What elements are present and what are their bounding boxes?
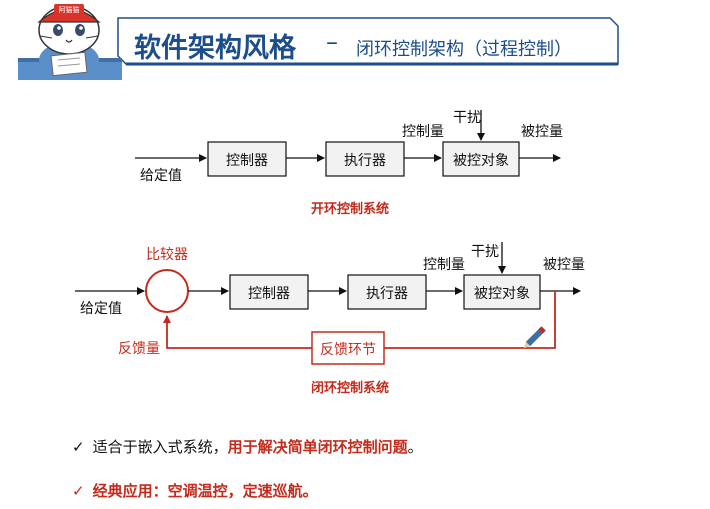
feedback-path-right bbox=[384, 291, 556, 349]
closed-actuator-label: 执行器 bbox=[366, 286, 408, 302]
closed-controller-label: 控制器 bbox=[248, 286, 290, 302]
closed-actuator-box bbox=[347, 274, 427, 310]
check-icon: ✓ bbox=[72, 438, 85, 456]
bullet-1-text: 适合于嵌入式系统， bbox=[92, 438, 228, 456]
feedback-path-left bbox=[163, 315, 312, 349]
mascot-cat-icon: 阿猫猫 bbox=[37, 4, 101, 78]
open-actuator-box bbox=[325, 141, 405, 177]
closed-loop-caption: 闭环控制系统 bbox=[311, 380, 389, 396]
open-input-label: 给定值 bbox=[140, 168, 182, 184]
closed-input-label: 给定值 bbox=[80, 301, 122, 317]
bullet-1-end: 。 bbox=[407, 438, 423, 456]
feedback-box bbox=[311, 331, 385, 365]
bullet-embedded-systems: ✓ 适合于嵌入式系统，用于解决简单闭环控制问题。 bbox=[72, 436, 423, 457]
open-output-label: 被控量 bbox=[521, 124, 563, 140]
feedback-box-label: 反馈环节 bbox=[320, 342, 376, 358]
feedback-qty-label: 反馈量 bbox=[118, 341, 160, 357]
bullet-classic-applications: ✓ 经典应用：空调温控，定速巡航。 bbox=[72, 480, 318, 501]
open-disturbance-label: 干扰 bbox=[453, 110, 481, 126]
closed-plant-box bbox=[463, 274, 541, 310]
closed-control-qty-label: 控制量 bbox=[423, 257, 465, 273]
page-subtitle: 闭环控制架构（过程控制） bbox=[356, 39, 572, 60]
comparator-label: 比较器 bbox=[146, 247, 188, 263]
open-loop-caption: 开环控制系统 bbox=[311, 201, 389, 217]
open-plant-box bbox=[442, 141, 520, 177]
closed-output-label: 被控量 bbox=[543, 257, 585, 273]
bullet-1-highlight: 用于解决简单闭环控制问题 bbox=[227, 438, 408, 456]
comparator-circle bbox=[145, 269, 189, 313]
open-controller-label: 控制器 bbox=[226, 153, 268, 169]
pen-icon bbox=[523, 326, 546, 349]
bullet-2-text: 经典应用：空调温控，定速巡航。 bbox=[92, 482, 318, 500]
open-actuator-label: 执行器 bbox=[344, 153, 386, 169]
closed-disturbance-label: 干扰 bbox=[471, 244, 499, 260]
closed-plant-label: 被控对象 bbox=[474, 286, 530, 302]
title-separator: – bbox=[326, 28, 338, 56]
open-loop-diagram: 给定值 控制器 执行器 控制量 被控对象 干扰 被控量 开环控制系统 bbox=[135, 110, 563, 217]
open-controller-box bbox=[207, 141, 287, 177]
open-control-qty-label: 控制量 bbox=[402, 124, 444, 140]
mascot-badge: 阿猫猫 bbox=[59, 5, 80, 14]
closed-controller-box bbox=[229, 274, 309, 310]
check-icon: ✓ bbox=[72, 482, 85, 500]
slide-header: 阿猫猫 软件架构风格 – 闭环控制架构（过程控制） bbox=[0, 0, 710, 80]
open-plant-label: 被控对象 bbox=[453, 153, 509, 169]
closed-loop-diagram: 给定值 比较器 控制器 执行器 控制量 被控对象 干扰 被控量 反馈环节 反馈量… bbox=[75, 242, 585, 396]
page-title: 软件架构风格 bbox=[134, 33, 296, 64]
